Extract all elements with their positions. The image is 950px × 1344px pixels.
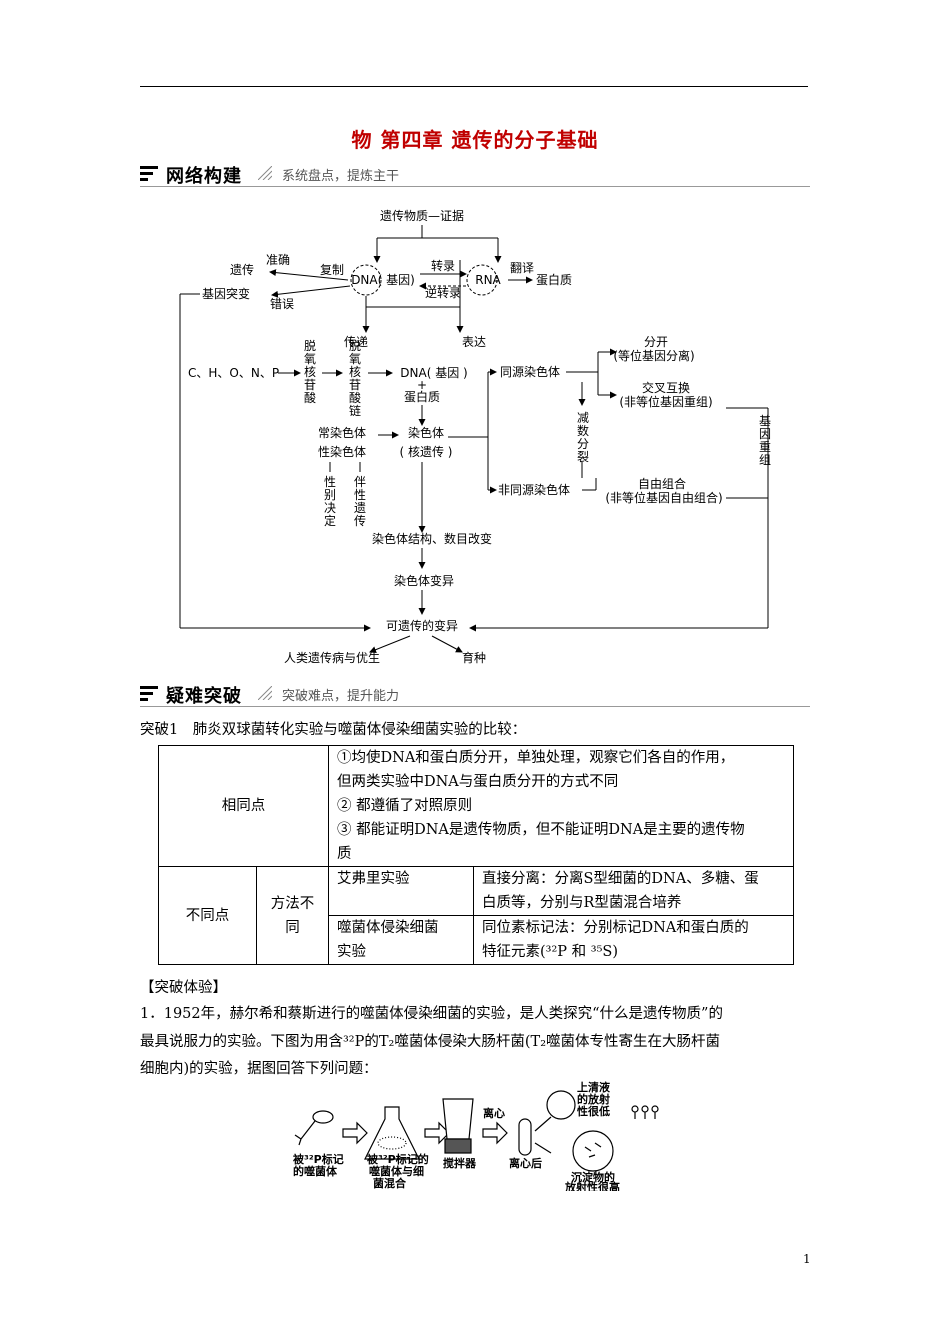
section-header-network: 网络构建 系统盘点，提炼主干 xyxy=(140,162,810,190)
breakthrough-title: 突破1 肺炎双球菌转化实验与噬菌体侵染细菌实验的比较： xyxy=(140,718,526,742)
section-name: 疑难突破 xyxy=(166,682,242,708)
phage-method: 同位素标记法：分别标记DNA和蛋白质的 特征元素(³²P 和 ³⁵S) xyxy=(474,916,794,965)
label-nonhomologous: 非同源染色体 xyxy=(498,482,570,497)
question-line: 1．1952年，赫尔希和蔡斯进行的噬菌体侵染细菌的实验，是人类探究“什么是遗传物… xyxy=(140,1002,723,1026)
stripe-icon xyxy=(140,164,158,182)
label-protein-2: 蛋白质 xyxy=(404,389,440,404)
same-content: ①均使DNA和蛋白质分开，单独处理，观察它们各自的作用， 但两类实验中DNA与蛋… xyxy=(329,746,794,867)
label-sex-determination: 性别决定 xyxy=(324,475,336,528)
experience-heading: 【突破体验】 xyxy=(140,976,227,1000)
hatch-icon xyxy=(258,166,272,180)
label-replication: 复制 xyxy=(320,263,344,277)
question-line: 细胞内)的实验，据图回答下列问题： xyxy=(140,1057,378,1081)
test-tube-icon xyxy=(519,1119,531,1155)
label-deoxynucleotide-chain: 脱氧核苷酸链 xyxy=(349,338,361,418)
label-chrom-change: 染色体结构、数目改变 xyxy=(372,531,492,546)
fig-label: 离心 xyxy=(483,1106,505,1120)
label-transcription: 转录 xyxy=(431,258,455,273)
avery-cell: 艾弗里实验 xyxy=(329,867,474,916)
phage-cell: 噬菌体侵染细菌 实验 xyxy=(329,916,474,965)
label-rna: RNA xyxy=(475,273,501,287)
table-row: 相同点 ①均使DNA和蛋白质分开，单独处理，观察它们各自的作用， 但两类实验中D… xyxy=(159,746,794,867)
section-name: 网络构建 xyxy=(166,162,242,188)
experiment-figure: 被³²P标记 的噬菌体 被³²P标记的 噬菌体与细 菌混合 搅拌器 离心 离心后… xyxy=(293,1081,673,1191)
label-human-disease: 人类遗传病与优生 xyxy=(284,650,380,665)
label-protein: 蛋白质 xyxy=(536,272,572,287)
method-label: 方法不 同 xyxy=(257,867,329,965)
label-evidence: 遗传物质—证据 xyxy=(380,208,464,223)
label-elements: C、H、O、N、P xyxy=(188,366,279,380)
diff-label: 不同点 xyxy=(159,867,257,965)
label-accurate: 准确 xyxy=(266,253,290,267)
fig-label: 搅拌器 xyxy=(443,1156,477,1170)
header-rule xyxy=(140,86,808,87)
vertical-text: 性别决定 xyxy=(324,475,336,528)
stripe-icon xyxy=(140,684,158,702)
label-dna-gene-2: DNA( 基因 ) xyxy=(400,366,467,380)
label-heritable-variation: 可遗传的变异 xyxy=(386,618,458,633)
label-breeding: 育种 xyxy=(462,650,486,665)
fig-label: 噬菌体与细 xyxy=(369,1164,424,1178)
fig-label: 放射性很高 xyxy=(564,1180,620,1191)
fig-label: 被³²P标记的 xyxy=(367,1152,429,1166)
question-line: 最具说服力的实验。下图为用含³²P的T₂噬菌体侵染大肠杆菌(T₂噬菌体专性寄生在… xyxy=(140,1030,720,1054)
label-homologous: 同源染色体 xyxy=(500,364,560,379)
label-translation: 翻译 xyxy=(510,261,534,275)
precipitate-circle xyxy=(573,1131,613,1171)
section-subtitle: 系统盘点，提炼主干 xyxy=(282,165,399,184)
label-free-combination: 自由组合 xyxy=(638,476,686,491)
label-heredity: 遗传 xyxy=(230,262,254,277)
blender-icon xyxy=(443,1099,473,1139)
label-dna-gene: DNA( 基因) xyxy=(351,273,415,287)
fig-label: 菌混合 xyxy=(373,1176,407,1190)
label-allele-separation: (等位基因分离) xyxy=(613,348,694,363)
label-autosome: 常染色体 xyxy=(318,425,366,440)
label-expression: 表达 xyxy=(462,335,486,349)
flask-icon xyxy=(365,1107,419,1159)
hatch-icon xyxy=(258,686,272,700)
label-reverse-transcription: 逆转录 xyxy=(425,285,461,300)
vertical-text: 脱氧核苷酸链 xyxy=(349,338,361,418)
label-sex-linked: 伴性遗传 xyxy=(354,475,366,528)
phage-icon xyxy=(313,1111,333,1123)
label-crossing-over: 交叉互换 xyxy=(642,380,690,395)
label-error: 错误 xyxy=(270,297,294,311)
label-nuclear-heredity: ( 核遗传 ) xyxy=(400,444,453,459)
vertical-text: 脱氧核苷酸 xyxy=(304,338,316,405)
comparison-table: 相同点 ①均使DNA和蛋白质分开，单独处理，观察它们各自的作用， 但两类实验中D… xyxy=(158,745,794,965)
label-sex-chromosome: 性染色体 xyxy=(318,444,366,459)
label-nonallelic-free: (非等位基因自由组合) xyxy=(605,490,722,505)
fig-label: 的噬菌体 xyxy=(293,1164,338,1178)
page-title: 物 第四章 遗传的分子基础 xyxy=(0,124,950,153)
fig-label: 被³²P标记 xyxy=(293,1152,344,1166)
label-chrom-variation: 染色体变异 xyxy=(394,573,454,588)
supernatant-circle xyxy=(547,1091,575,1119)
label-meiosis: 减数分裂 xyxy=(577,411,589,464)
label-separate: 分开 xyxy=(644,335,668,349)
section-header-breakthrough: 疑难突破 突破难点，提升能力 xyxy=(140,682,810,710)
arrow-icon xyxy=(343,1123,367,1143)
label-recombination: 基因重组 xyxy=(759,414,771,467)
vertical-text: 基因重组 xyxy=(759,414,771,467)
arrow-icon xyxy=(483,1123,507,1143)
label-chromosome: 染色体 xyxy=(408,425,444,440)
vertical-text: 伴性遗传 xyxy=(354,475,366,528)
vertical-text: 减数分裂 xyxy=(577,411,589,464)
avery-method: 直接分离：分离S型细菌的DNA、多糖、蛋 白质等，分别与R型菌混合培养 xyxy=(474,867,794,916)
page-number: 1 xyxy=(803,1252,811,1266)
label-nonallelic-recomb: (非等位基因重组) xyxy=(619,394,712,409)
fig-label: 性很低 xyxy=(577,1104,610,1118)
fig-label: 的放射 xyxy=(577,1092,610,1106)
fig-label: 离心后 xyxy=(509,1156,542,1170)
concept-map: 遗传物质—证据 准确 遗传 复制 DNA( 基因) 转录 逆转录 RNA 翻译 … xyxy=(170,200,780,670)
table-row: 不同点 方法不 同 艾弗里实验 直接分离：分离S型细菌的DNA、多糖、蛋 白质等… xyxy=(159,867,794,916)
section-subtitle: 突破难点，提升能力 xyxy=(282,685,399,704)
label-deoxynucleotide: 脱氧核苷酸 xyxy=(304,338,316,405)
label-gene-mutation: 基因突变 xyxy=(202,286,250,301)
same-label: 相同点 xyxy=(159,746,329,867)
